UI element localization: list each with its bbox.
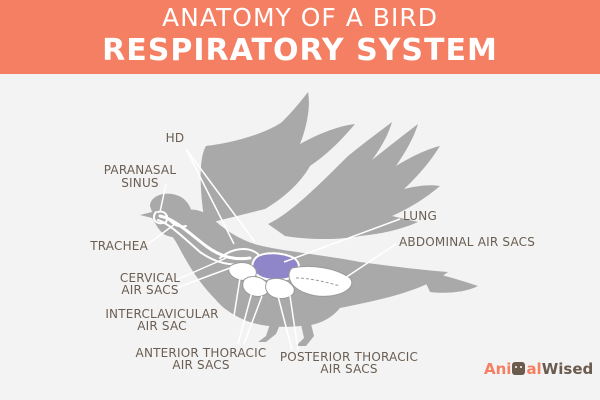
header-banner: ANATOMY OF A BIRD RESPIRATORY SYSTEM	[0, 0, 600, 74]
anterior-thoracic-sac-shape	[242, 276, 270, 297]
label-posterior-thoracic-line1: POSTERIOR THORACIC	[279, 350, 419, 364]
label-cervical-air-sacs-line2: AIR SACS	[121, 283, 179, 297]
pointer-lines	[147, 148, 401, 351]
label-posterior-thoracic-line2: AIR SACS	[320, 362, 378, 376]
logo-text-wised: Wised	[541, 360, 594, 378]
front-wing	[268, 122, 440, 239]
label-cervical-air-sacs-line1: CERVICAL	[119, 271, 181, 285]
bird-diagram	[140, 92, 478, 351]
label-paranasal-sinus-line2: SINUS	[121, 176, 159, 190]
logo-text-al: al	[526, 360, 542, 378]
logo-text-ani: Ani	[484, 360, 512, 378]
label-anterior-thoracic-line1: ANTERIOR THORACIC	[135, 346, 267, 360]
label-lung: LUNG	[403, 209, 437, 223]
label-paranasal-sinus-line1: PARANASAL	[103, 163, 177, 177]
respiratory-organs	[152, 210, 259, 266]
air-sacs	[228, 262, 353, 299]
back-wing	[200, 92, 355, 224]
title-line-2: RESPIRATORY SYSTEM	[102, 33, 498, 68]
bird-tail	[420, 270, 478, 293]
label-hd: HD	[165, 131, 185, 145]
cervical-air-sac-shape	[219, 248, 259, 259]
bird-legs	[258, 318, 314, 346]
label-interclavicular-air-sac-line2: AIR SAC	[137, 319, 187, 333]
label-interclavicular-air-sac-line1: INTERCLAVICULAR	[105, 307, 219, 321]
label-anterior-thoracic-line2: AIR SACS	[172, 358, 230, 372]
label-trachea: TRACHEA	[90, 239, 148, 253]
label-abdominal-air-sacs: ABDOMINAL AIR SACS	[399, 235, 536, 249]
cat-face-icon	[512, 362, 526, 375]
title-line-1: ANATOMY OF A BIRD	[162, 3, 438, 32]
trachea-tube	[158, 214, 252, 261]
abdominal-sac-shape	[288, 265, 353, 297]
diagram-area: HD PARANASAL SINUS TRACHEA CERVICAL AIR …	[0, 74, 600, 400]
